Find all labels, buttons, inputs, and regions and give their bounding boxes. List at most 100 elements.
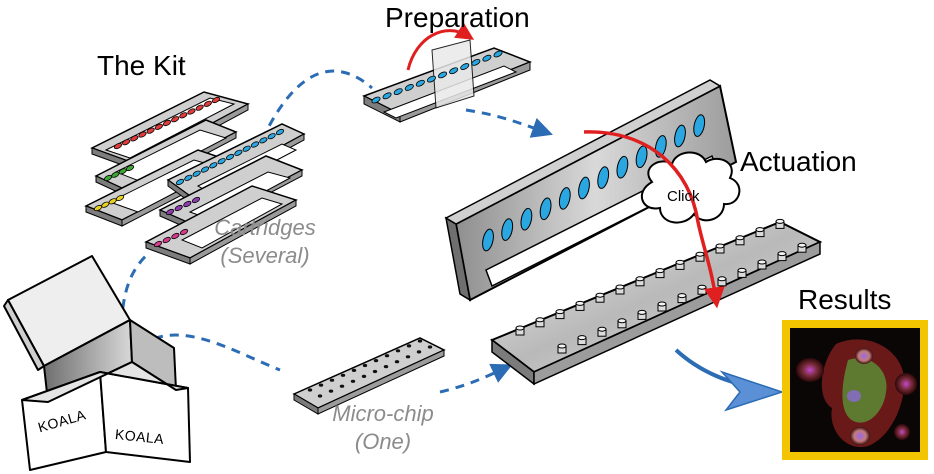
pin-top	[557, 343, 567, 349]
pin-top	[577, 335, 587, 341]
well-blue	[493, 50, 503, 58]
box-lid-flap	[3, 299, 45, 371]
well-blue	[482, 228, 494, 252]
well-blue	[520, 207, 533, 231]
flow-kit-to-preparation	[260, 69, 373, 141]
chip-hole	[416, 350, 422, 354]
well-blue	[597, 166, 610, 189]
well-blue	[404, 84, 414, 91]
chip-hole	[417, 339, 423, 343]
well-red	[122, 139, 131, 146]
well-purple	[165, 208, 175, 216]
well-magenta	[171, 232, 180, 240]
pin-top	[655, 268, 665, 274]
pin-top	[535, 317, 545, 323]
well-blue	[415, 79, 425, 87]
well-magenta	[162, 236, 171, 244]
pin-top	[777, 251, 787, 257]
well-blue	[175, 178, 185, 186]
well-red	[203, 100, 212, 107]
well-blue	[438, 71, 448, 79]
well-blue	[578, 176, 590, 200]
click-cloud	[640, 151, 741, 224]
well-blue	[693, 114, 706, 137]
peel-arrow	[406, 22, 475, 71]
well-blue	[426, 75, 436, 83]
well-blue	[539, 197, 552, 221]
chip-hole	[405, 355, 411, 359]
well-red	[195, 104, 204, 111]
chip-hole	[351, 368, 357, 372]
chip-hole	[328, 389, 334, 393]
well-blue	[382, 92, 392, 100]
chip-hole	[383, 365, 389, 369]
chip-hole	[361, 374, 367, 378]
actuation-device	[444, 79, 823, 386]
pin-top	[595, 292, 605, 298]
pin-top	[597, 326, 607, 332]
well-purple	[174, 204, 183, 212]
well-blue	[501, 218, 514, 241]
well-magenta	[153, 240, 163, 248]
well-red	[138, 131, 147, 138]
pin-top	[775, 218, 785, 224]
chip-hole	[307, 388, 313, 392]
cartridge-stack	[84, 91, 306, 265]
well-blue	[460, 63, 470, 70]
well-blue	[558, 187, 571, 210]
well-blue	[482, 54, 492, 62]
pin-top	[637, 309, 647, 315]
well-red	[211, 96, 221, 104]
pin-top	[757, 259, 767, 265]
chip-hole	[372, 369, 378, 374]
well-red	[146, 127, 155, 134]
well-purple	[183, 200, 192, 208]
box-rim	[21, 361, 189, 403]
pin-top	[515, 325, 525, 331]
chip-hole	[394, 360, 400, 364]
well-blue	[616, 155, 629, 179]
well-blue	[234, 149, 243, 156]
well-blue	[259, 137, 268, 144]
pin-top	[615, 284, 625, 290]
pin-top	[695, 251, 705, 257]
well-blue	[200, 166, 210, 173]
cartridge-red	[90, 91, 251, 171]
results-arrow-head	[719, 370, 785, 412]
well-red	[171, 116, 180, 123]
pin-top	[735, 235, 745, 241]
pin-top	[555, 309, 565, 315]
chip-hole	[395, 349, 401, 353]
chip-hole	[362, 363, 368, 368]
chip-hole	[427, 345, 433, 349]
well-blue	[674, 124, 686, 148]
pin-top	[635, 276, 645, 282]
well-yellow	[115, 194, 125, 202]
pin-top	[657, 301, 667, 307]
well-blue	[471, 58, 481, 66]
pin-top	[755, 227, 765, 233]
pin-top	[697, 284, 707, 290]
well-red	[130, 135, 139, 142]
well-red	[187, 108, 196, 115]
chip-hole	[384, 354, 390, 358]
pin-top	[617, 318, 627, 324]
well-blue	[250, 141, 260, 148]
pin-top	[575, 300, 585, 306]
well-blue	[209, 162, 218, 169]
well-green	[125, 164, 135, 172]
koala-box	[3, 255, 191, 471]
results-image	[782, 320, 928, 460]
well-blue	[393, 88, 403, 96]
well-blue	[275, 128, 285, 136]
cartridge-magenta	[144, 185, 298, 265]
well-blue	[449, 67, 459, 75]
well-red	[179, 112, 188, 119]
flow-microchip-to-actuation	[439, 363, 513, 394]
pin-top	[677, 293, 687, 299]
pin-top	[717, 276, 727, 282]
pin-top	[797, 242, 807, 248]
well-blue	[242, 145, 251, 152]
well-blue	[371, 96, 381, 104]
chip-hole	[406, 344, 412, 348]
